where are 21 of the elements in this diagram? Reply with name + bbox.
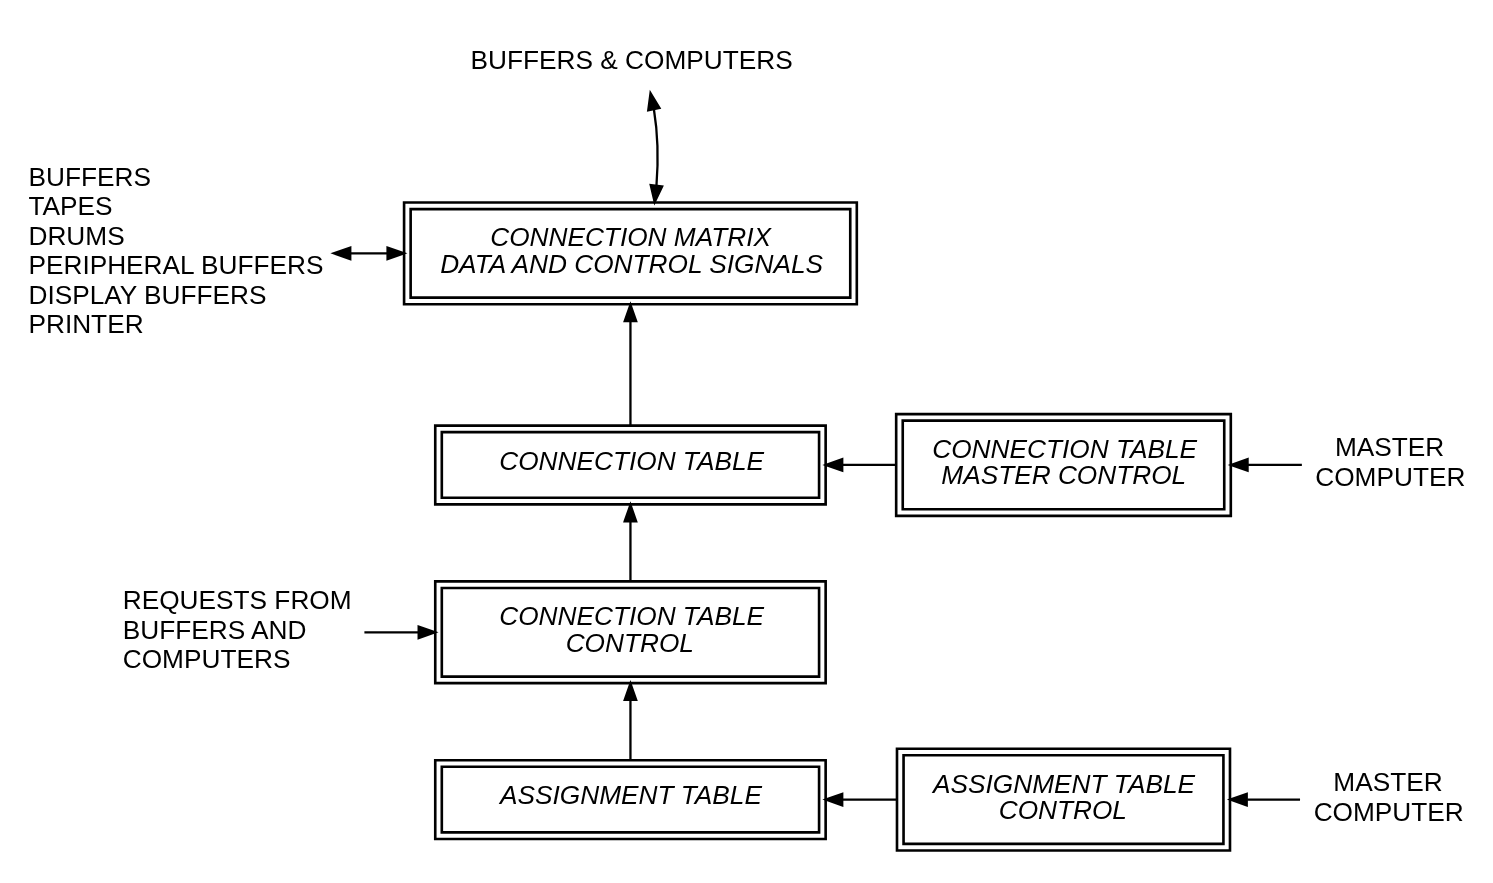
node-box: CONNECTION TABLE MASTER CONTROL	[894, 412, 1233, 517]
node-box: CONNECTION TABLE	[433, 423, 827, 506]
arrow	[822, 457, 896, 472]
arrow	[1226, 791, 1301, 807]
node-text: REQUESTS FROM BUFFERS AND COMPUTERS	[122, 584, 352, 674]
arrow	[646, 89, 664, 206]
node-box: CONNECTION MATRIX DATA AND CONTROL SIGNALS	[402, 200, 859, 305]
node-text: MASTER COMPUTER	[1315, 431, 1466, 492]
arrow	[1227, 457, 1302, 472]
node-box: CONNECTION TABLE CONTROL	[433, 579, 827, 684]
node-text: BUFFERS TAPES DRUMS PERIPHERAL BUFFERS DISPLAY BUFFERS PRINTER	[28, 161, 324, 339]
arrow	[330, 245, 408, 261]
node-text: BUFFERS & COMPUTERS	[470, 44, 793, 75]
arrow	[623, 679, 638, 760]
arrow	[623, 300, 638, 425]
arrow	[822, 791, 897, 807]
arrow	[623, 500, 638, 581]
node-box: ASSIGNMENT TABLE CONTROL	[895, 746, 1232, 852]
node-text: MASTER COMPUTER	[1313, 766, 1464, 827]
arrow	[364, 624, 439, 640]
node-box: ASSIGNMENT TABLE	[433, 758, 827, 840]
